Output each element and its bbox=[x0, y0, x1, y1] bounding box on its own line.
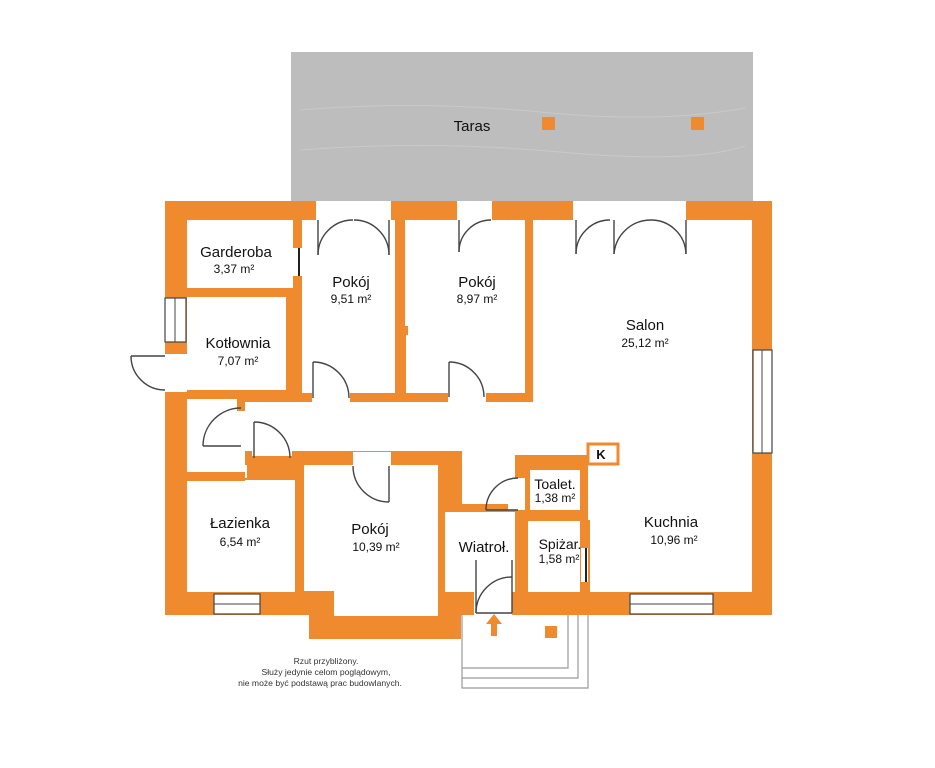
room-area: 9,51 m² bbox=[331, 292, 372, 306]
room-name: Toalet. bbox=[534, 476, 575, 492]
room-name: Wiatroł. bbox=[459, 539, 510, 556]
room-area: 1,58 m² bbox=[539, 552, 580, 566]
entrance-steps bbox=[461, 614, 589, 689]
entrance-arrow-icon bbox=[486, 614, 502, 636]
room-area: 25,12 m² bbox=[621, 336, 668, 350]
room-name: Kuchnia bbox=[644, 514, 699, 531]
room-area: 6,54 m² bbox=[220, 535, 261, 549]
room-name: Taras bbox=[454, 118, 491, 135]
room-salon-kuchnia bbox=[245, 220, 752, 592]
disclaimer: Rzut przybliżony. Służy jedynie celom po… bbox=[238, 656, 402, 688]
disclaimer-line: Służy jedynie celom poglądowym, bbox=[262, 667, 391, 677]
room-kotlownia bbox=[187, 297, 286, 390]
room-name: Pokój bbox=[458, 274, 496, 291]
entrance-marker bbox=[545, 626, 557, 638]
doors bbox=[130, 201, 687, 615]
room-area: 7,07 m² bbox=[218, 354, 259, 368]
room-lazienka bbox=[187, 480, 295, 592]
room-area: 8,97 m² bbox=[457, 292, 498, 306]
room-garderoba bbox=[187, 220, 293, 288]
chimney-marker: K bbox=[586, 442, 620, 466]
room-name: Garderoba bbox=[200, 244, 272, 261]
room-name: Spiżar. bbox=[539, 536, 582, 552]
room-area: 10,96 m² bbox=[650, 533, 697, 547]
room-toaleta bbox=[530, 470, 580, 510]
room-name: Pokój bbox=[332, 274, 370, 291]
room-name: Łazienka bbox=[210, 515, 271, 532]
walls bbox=[165, 201, 772, 639]
room-name: Salon bbox=[626, 317, 664, 334]
room-labels: Taras Garderoba 3,37 m² Pokój 9,51 m² Po… bbox=[200, 118, 699, 566]
room-area: 3,37 m² bbox=[214, 262, 255, 276]
room-area: 1,38 m² bbox=[535, 491, 576, 505]
room-pokoj-3 bbox=[304, 465, 438, 591]
windows bbox=[164, 297, 773, 615]
room-name: Pokój bbox=[351, 521, 389, 538]
terrace-post-marker bbox=[542, 117, 555, 130]
room-name: Kotłownia bbox=[205, 335, 271, 352]
chimney-label: K bbox=[596, 447, 606, 462]
room-area: 10,39 m² bbox=[352, 540, 399, 554]
terrace bbox=[291, 52, 753, 202]
disclaimer-line: Rzut przybliżony. bbox=[294, 656, 359, 666]
terrace-post-marker bbox=[691, 117, 704, 130]
disclaimer-line: nie może być podstawą prac budowlanych. bbox=[238, 678, 402, 688]
room-spizarnia bbox=[528, 521, 585, 592]
